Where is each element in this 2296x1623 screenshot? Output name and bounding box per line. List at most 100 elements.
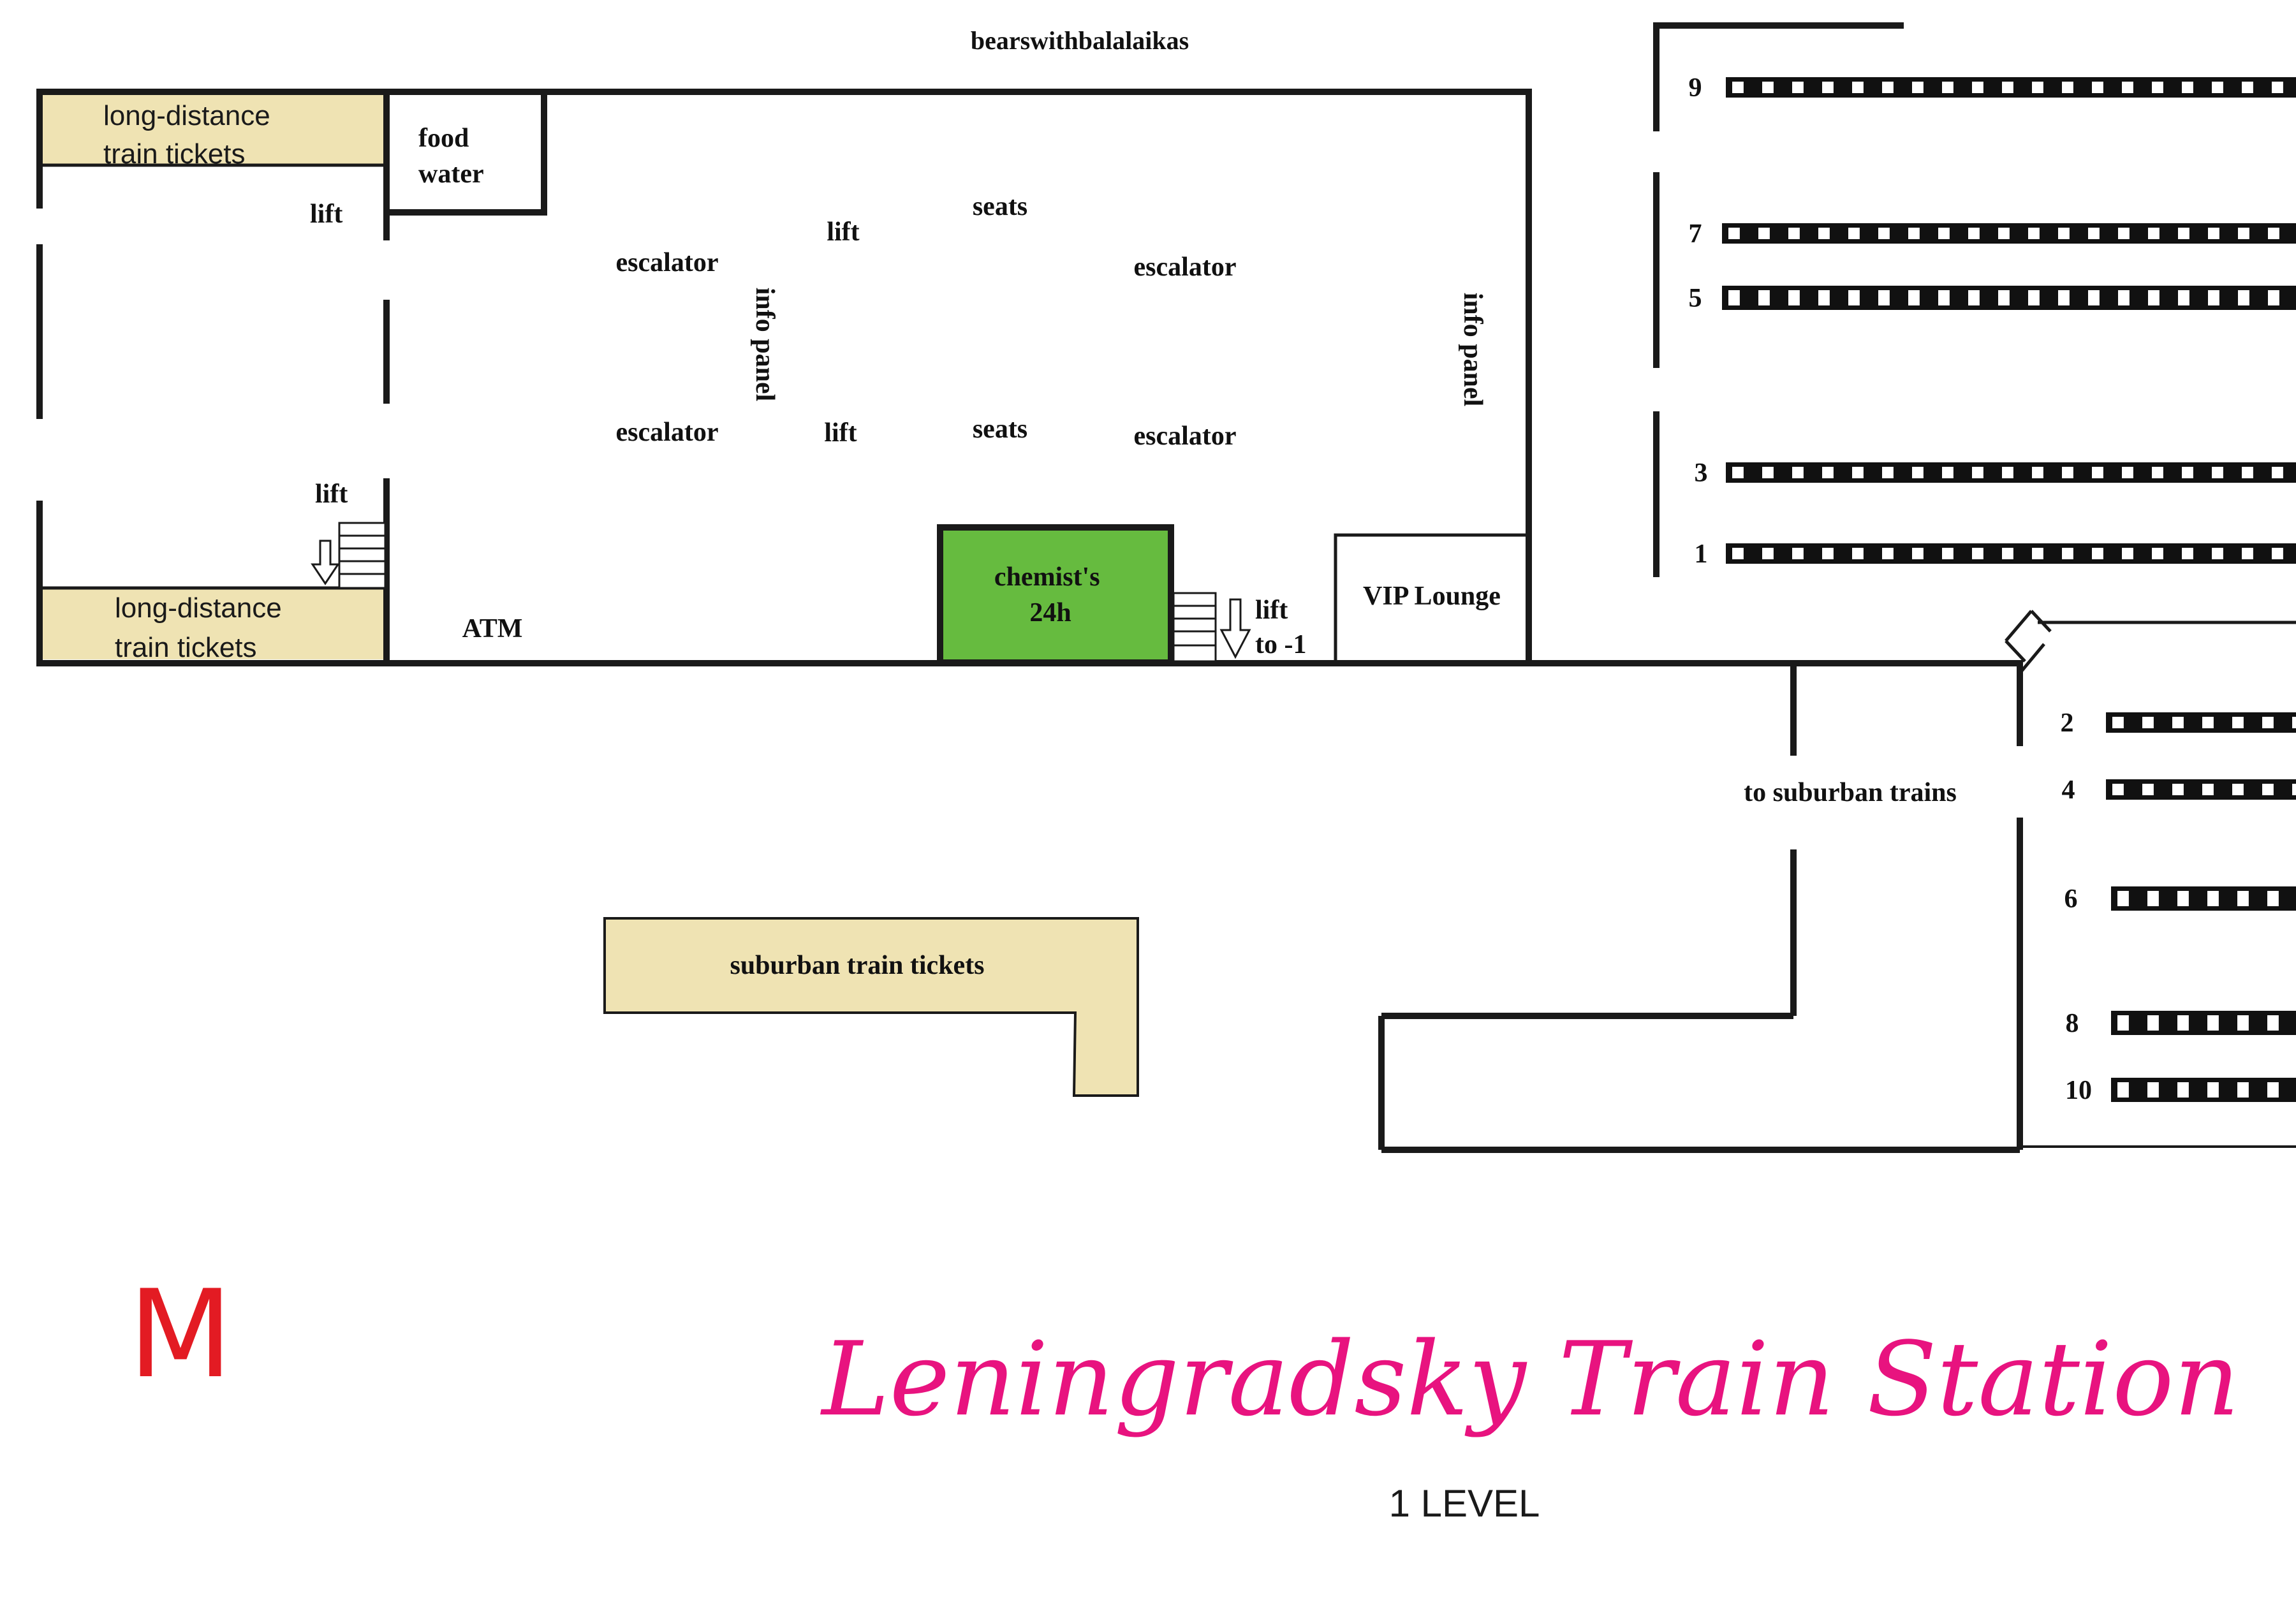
platform-segment [2177, 891, 2189, 906]
platform-segment [2272, 82, 2283, 93]
platform-segment [1912, 467, 1924, 478]
ld-tickets-top-label: long-distance train tickets [103, 100, 278, 170]
platform-segment [1822, 467, 1834, 478]
platform-segment [1732, 467, 1744, 478]
platform-segment [1998, 290, 2010, 305]
platform-segment [2212, 467, 2223, 478]
platform-segment [1942, 548, 1954, 559]
platform-segment [2092, 467, 2103, 478]
platform-segment [2112, 784, 2124, 795]
platform-segment [1818, 228, 1830, 239]
platform-segment [2262, 784, 2274, 795]
platform-segment [2152, 467, 2163, 478]
platform-segment [2032, 467, 2043, 478]
platform-segment [2237, 891, 2249, 906]
lift-to-minus1-label: lift to -1 [1255, 596, 1306, 659]
platform-segment [1912, 82, 1924, 93]
platform-segment [1942, 82, 1954, 93]
platform-segment [1912, 548, 1924, 559]
platform-segment [2242, 548, 2253, 559]
food-label: food [418, 124, 469, 153]
platform-segment [1728, 290, 1740, 305]
platform-segment [1908, 228, 1920, 239]
platform-segment [2088, 290, 2100, 305]
chemist-label: chemist's 24h [994, 562, 1107, 628]
platform-segment [2212, 82, 2223, 93]
ld-tickets-bottom-office [40, 588, 386, 659]
platform-segment [1878, 290, 1890, 305]
platform-segment [2182, 548, 2193, 559]
platform-segment [1998, 228, 2010, 239]
platform-segment [2058, 290, 2070, 305]
platform-segment [1882, 82, 1894, 93]
platform-track [2111, 1078, 2296, 1102]
platform-segment [2272, 467, 2283, 478]
platform-segment [2118, 228, 2130, 239]
platform-number: 5 [1689, 284, 1702, 313]
platform-segment [2207, 1015, 2219, 1031]
platform-track [2111, 886, 2296, 911]
platform-segment [2122, 548, 2133, 559]
platform-number: 1 [1695, 540, 1708, 569]
platform-segment [2177, 1015, 2189, 1031]
stairs-icon [338, 522, 386, 589]
suburban-tickets-label: suburban train tickets [730, 951, 984, 980]
platform-segment [2062, 82, 2073, 93]
platform-segment [2032, 548, 2043, 559]
platform-number: 2 [2061, 709, 2074, 738]
platform-segment [2028, 228, 2040, 239]
seats-label: seats [973, 415, 1027, 444]
suburban-corridor-walls [1378, 663, 2023, 1153]
water-label: water [418, 159, 484, 189]
to-suburban-label: to suburban trains [1744, 778, 1957, 807]
platform-segment [2142, 784, 2154, 795]
lift-label: lift [315, 480, 348, 509]
platform-segment [2232, 717, 2244, 728]
atm-label: ATM [462, 614, 523, 643]
platform-segment [2202, 717, 2214, 728]
platform-segment [1972, 467, 1983, 478]
info-panel-label: info panel [750, 288, 779, 402]
platform-segment [1822, 548, 1834, 559]
escalator-label: escalator [616, 418, 719, 447]
thin-walls [40, 163, 2296, 665]
platform-number: 8 [2066, 1009, 2079, 1038]
platform-segment [2002, 548, 2013, 559]
platform-segment [2272, 548, 2283, 559]
platform-segment [1762, 82, 1774, 93]
platform-segment [2208, 228, 2219, 239]
platform-number: 7 [1689, 219, 1702, 249]
platform-segment [2058, 228, 2070, 239]
suburban-tickets-office [603, 917, 1139, 1097]
platform-segment [2292, 784, 2296, 795]
platform-segment [2178, 228, 2189, 239]
platform-segment [2202, 784, 2214, 795]
station-title: Leningradsky Train Station [820, 1319, 2239, 1439]
platform-segment [1848, 290, 1860, 305]
escalator-label: escalator [616, 248, 719, 277]
platform-segment [2148, 228, 2160, 239]
platform-segment [2122, 467, 2133, 478]
platform-segment [2142, 717, 2154, 728]
platform-segment [2147, 1082, 2159, 1098]
platform-segment [1972, 548, 1983, 559]
info-panel-label: info panel [1458, 293, 1487, 407]
platform-number: 10 [2065, 1076, 2092, 1105]
lift-label: lift [827, 217, 859, 247]
arrow-down-icon [311, 540, 340, 585]
platform-segment [2122, 82, 2133, 93]
platform-segment [2292, 717, 2296, 728]
door-icon [2005, 610, 2052, 672]
platform-segment [1822, 82, 1834, 93]
platform-segment [2182, 82, 2193, 93]
arrow-down-icon [1219, 598, 1251, 659]
watermark: bearswithbalalaikas [971, 26, 1189, 55]
platform-segment [2238, 228, 2249, 239]
platform-segment [1938, 290, 1950, 305]
platform-segment [1792, 82, 1804, 93]
platform-segment [2092, 82, 2103, 93]
platform-segment [1852, 82, 1864, 93]
platform-segment [2232, 784, 2244, 795]
platform-segment [1762, 467, 1774, 478]
